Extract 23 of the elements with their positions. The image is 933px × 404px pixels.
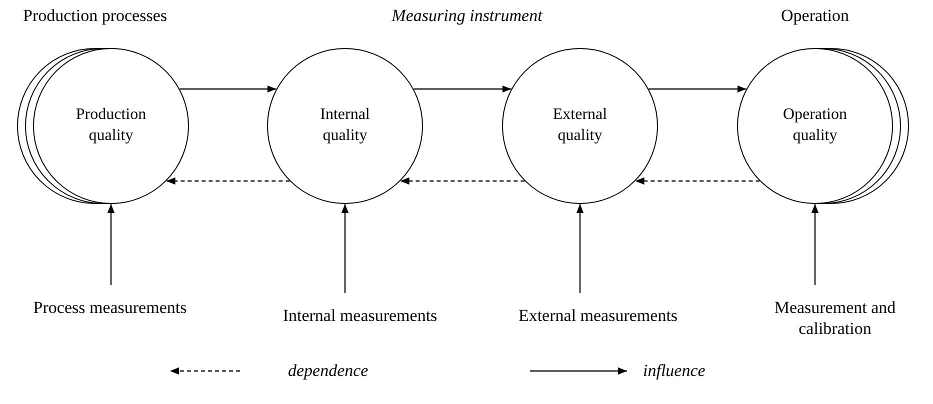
arrow [811,204,819,285]
arrow [107,204,115,285]
arrow [648,85,746,93]
circle-label: External quality [552,105,608,146]
measurement-label: Internal measurements [280,305,440,326]
arrow [414,85,512,93]
arrow [576,204,584,293]
circle-label: Production quality [74,105,148,146]
arrow [635,177,760,185]
measurement-label: Process measurements [30,297,190,318]
section-heading: Operation [781,6,849,26]
circle-label: Operation quality [782,105,848,146]
legend-text: dependence [288,361,368,381]
measurement-label: External measurements [518,305,678,326]
arrow [166,177,290,185]
arrow [400,177,525,185]
arrow [180,85,276,93]
legend-text: influence [643,361,706,381]
section-heading: Production processes [23,6,167,26]
measurement-label: Measurement and calibration [745,297,925,340]
arrow [341,204,349,293]
circle-label: Internal quality [319,105,371,146]
section-heading: Measuring instrument [392,6,542,26]
